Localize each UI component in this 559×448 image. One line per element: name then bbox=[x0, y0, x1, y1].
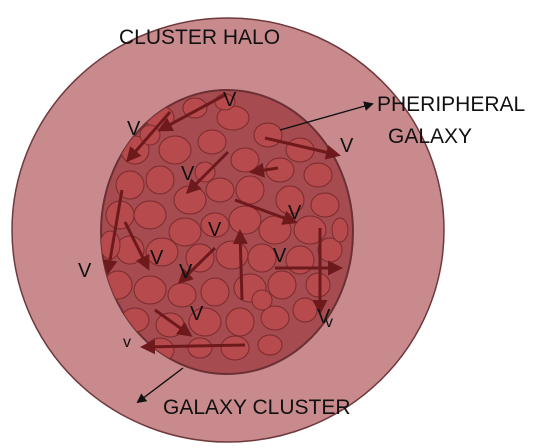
galaxy-blob bbox=[253, 122, 283, 148]
galaxy-blob bbox=[187, 337, 213, 359]
velocity-label: V bbox=[179, 261, 193, 283]
velocity-arrow bbox=[157, 93, 226, 132]
velocity-arrow bbox=[140, 339, 246, 355]
velocity-arrow bbox=[249, 162, 279, 178]
velocity-arrows bbox=[102, 93, 343, 355]
galaxy-blob bbox=[257, 334, 283, 356]
velocity-label: v bbox=[123, 334, 131, 351]
velocity-labels: V V V V V V V V V V V V v v bbox=[78, 89, 354, 351]
galaxy-blob bbox=[228, 205, 262, 235]
galaxy-blob bbox=[310, 192, 340, 218]
peripheral-pointer-arrow bbox=[279, 101, 374, 131]
galaxy-blob bbox=[235, 175, 265, 205]
galaxy-blob bbox=[285, 137, 315, 163]
velocity-label: V bbox=[78, 260, 92, 282]
velocity-arrow bbox=[123, 221, 150, 271]
velocity-label: V bbox=[273, 245, 287, 267]
velocity-arrow bbox=[185, 150, 230, 195]
velocity-label: V bbox=[340, 135, 354, 157]
galaxy-blob bbox=[220, 335, 250, 361]
velocity-arrow bbox=[177, 246, 217, 285]
velocity-label: V bbox=[317, 306, 331, 328]
velocity-label: V bbox=[208, 219, 222, 241]
galaxy-blob bbox=[260, 305, 290, 331]
velocity-arrow bbox=[232, 229, 248, 301]
cluster-halo-label: CLUSTER HALO bbox=[119, 26, 280, 49]
galaxy-blob bbox=[133, 275, 167, 305]
galaxy-blob bbox=[200, 277, 230, 307]
galaxy-blob bbox=[225, 307, 255, 337]
galaxy-blob bbox=[155, 312, 185, 338]
velocity-label: V bbox=[190, 303, 204, 325]
galaxy-blob bbox=[185, 243, 215, 273]
galaxy-blob bbox=[145, 237, 179, 267]
velocity-label: V bbox=[150, 247, 164, 269]
galaxy-blob bbox=[205, 177, 235, 203]
peripheral-galaxy-label-line1: PHERIPHERAL bbox=[377, 93, 525, 116]
galaxy-blob bbox=[230, 147, 260, 173]
galaxy-blob bbox=[305, 272, 331, 298]
galaxy-blob bbox=[133, 200, 167, 230]
galaxy-blob bbox=[168, 217, 202, 247]
velocity-label: v bbox=[325, 314, 333, 331]
galaxy-blob bbox=[158, 135, 192, 165]
velocity-label: V bbox=[181, 163, 195, 185]
galaxy-blob bbox=[293, 215, 327, 245]
galaxy-blob bbox=[215, 240, 249, 270]
velocity-label: V bbox=[127, 118, 141, 140]
galaxy-blob bbox=[200, 212, 230, 238]
galaxy-blob bbox=[145, 165, 175, 195]
velocity-arrow bbox=[234, 198, 298, 225]
velocity-arrow bbox=[102, 189, 124, 275]
galaxy-blob bbox=[194, 161, 216, 183]
galaxy-blob bbox=[292, 297, 318, 323]
galaxy-cluster-label: GALAXY CLUSTER bbox=[163, 396, 351, 419]
galaxy-blob bbox=[267, 270, 297, 300]
velocity-arrow bbox=[154, 308, 193, 337]
galaxy-blob bbox=[303, 162, 333, 188]
galaxy-blob bbox=[285, 245, 315, 275]
peripheral-galaxy-label-line2: GALAXY bbox=[388, 125, 472, 148]
galaxy-blob bbox=[251, 289, 273, 311]
galaxy-blob bbox=[197, 129, 227, 155]
galaxy-blob bbox=[331, 217, 349, 243]
velocity-label: V bbox=[288, 202, 302, 224]
galaxy-blob bbox=[247, 243, 277, 273]
velocity-arrow bbox=[264, 136, 341, 160]
velocity-arrow bbox=[126, 111, 172, 163]
velocity-label: V bbox=[223, 89, 237, 111]
cluster-pointer-arrow bbox=[136, 367, 184, 404]
